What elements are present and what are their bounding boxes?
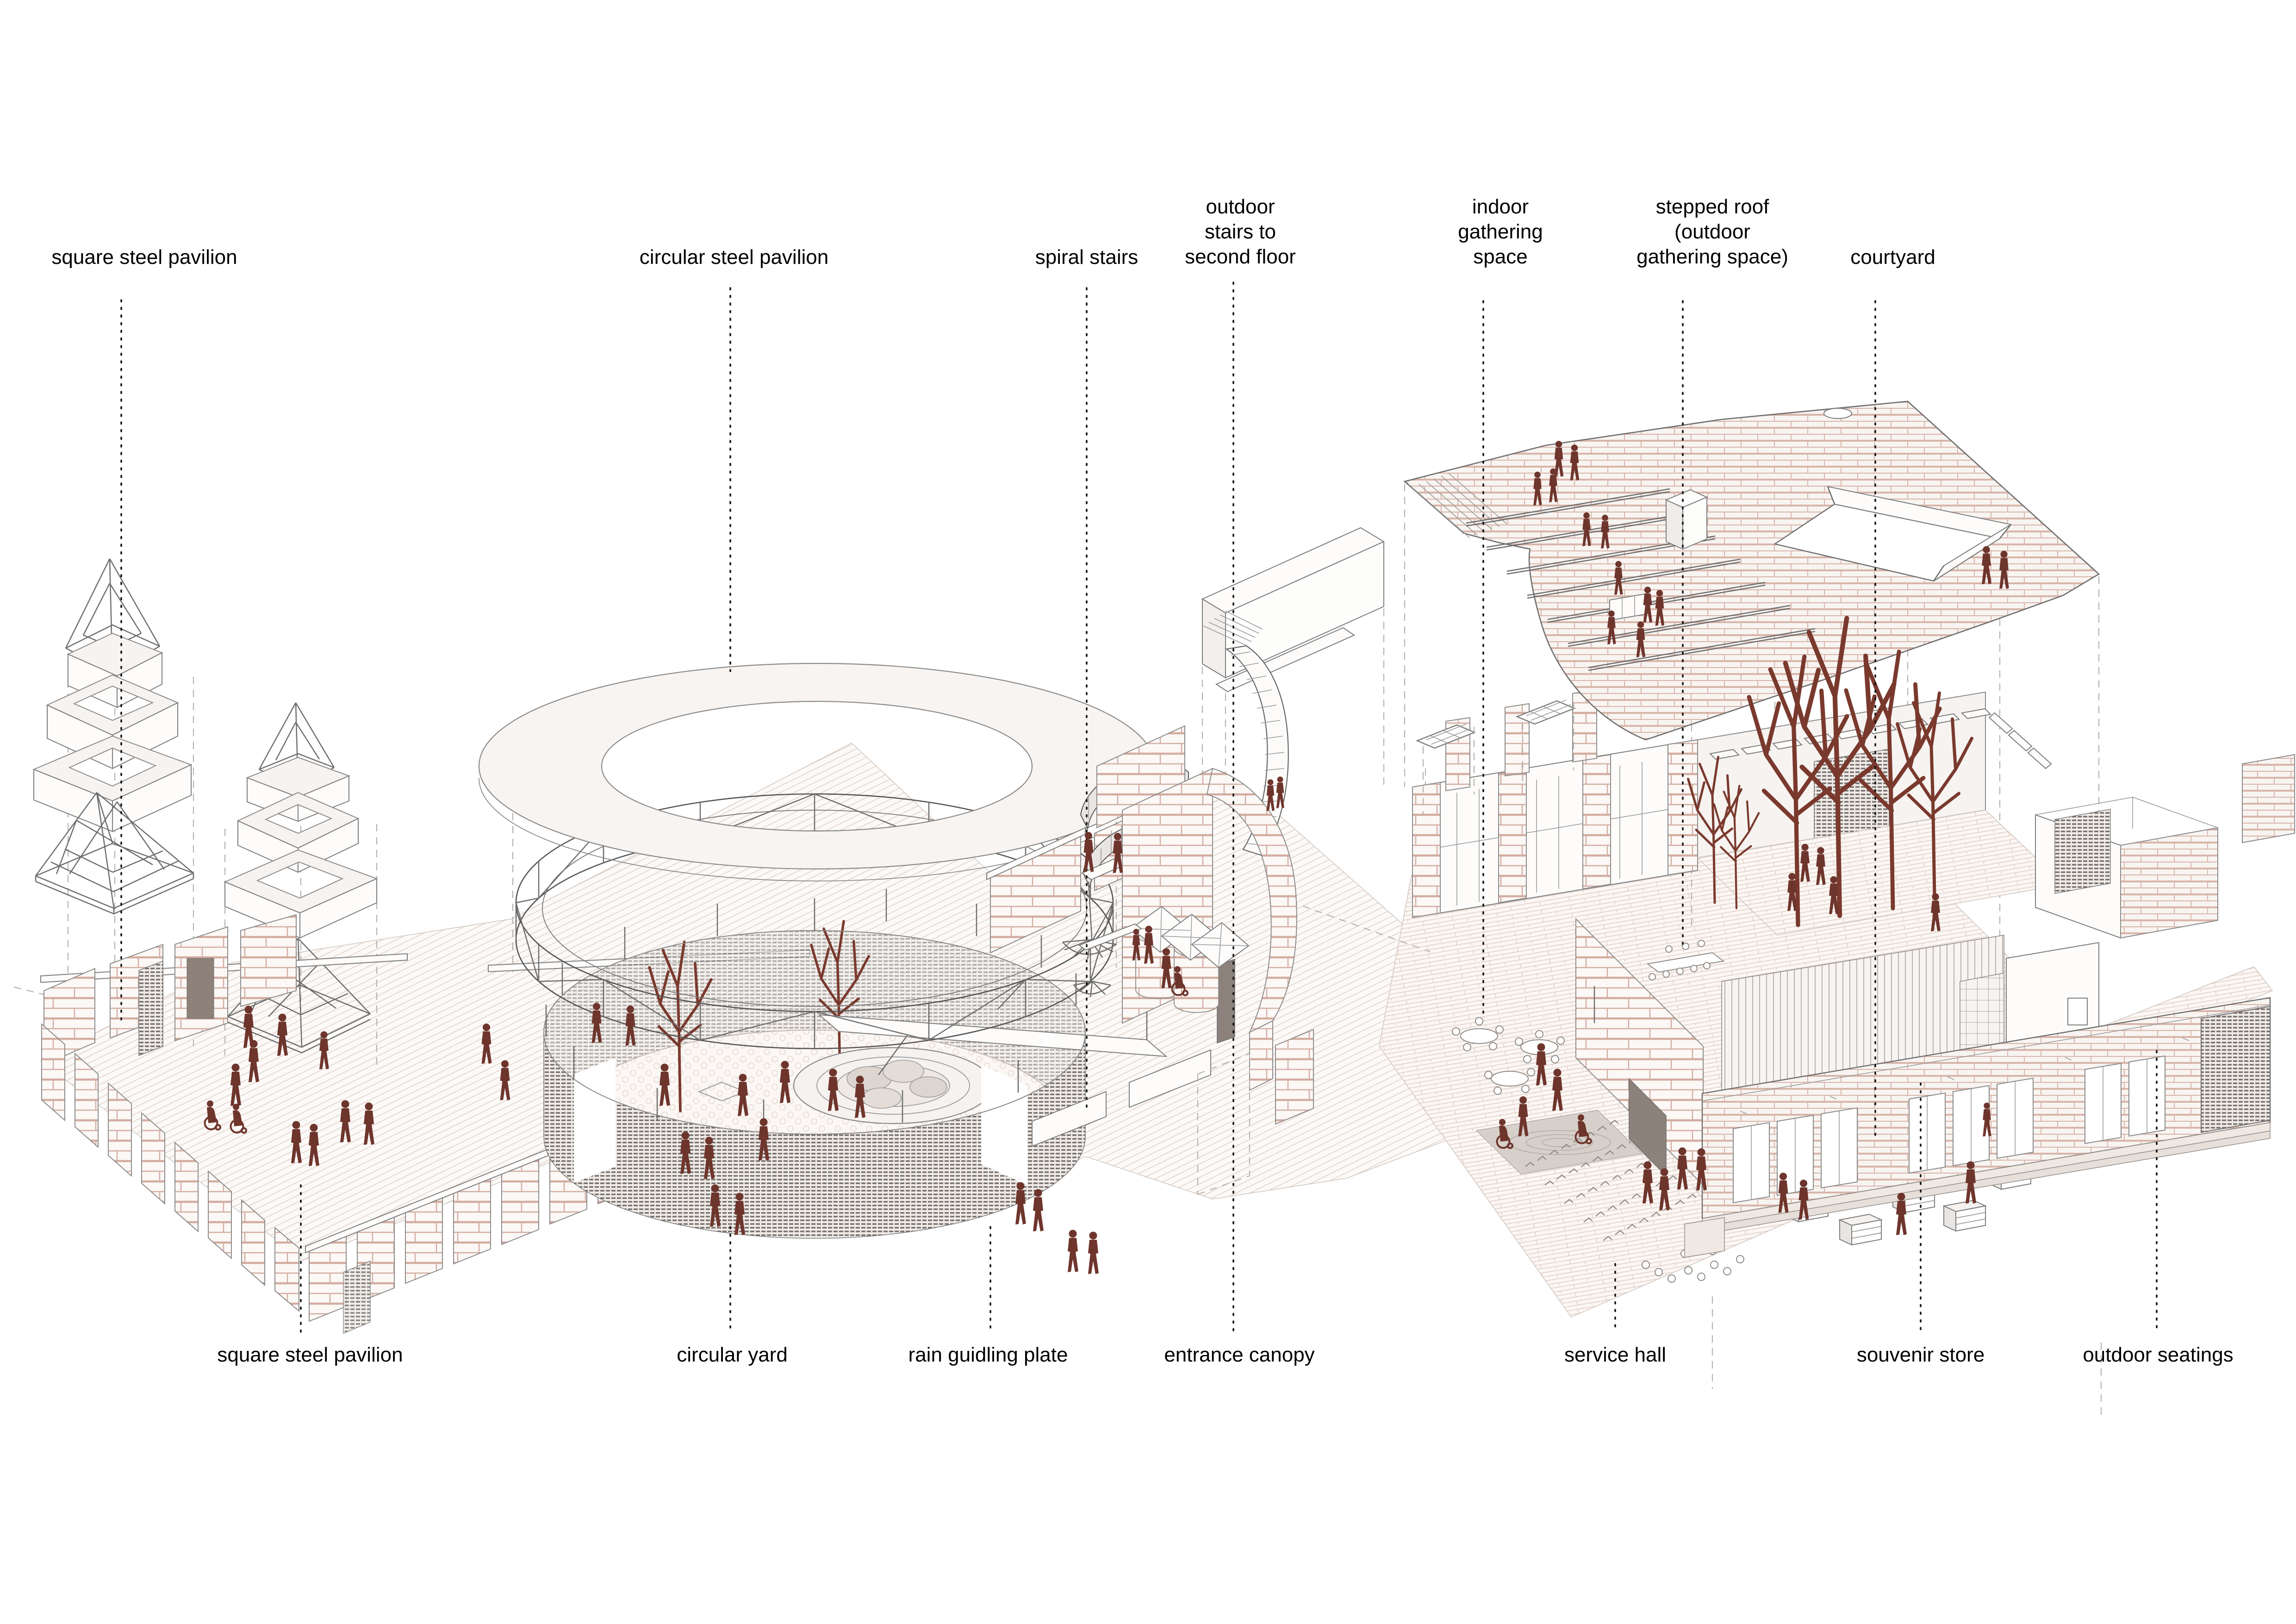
square-steel-pavilion-left (32, 558, 194, 915)
stepped-roof (1403, 400, 2100, 741)
label-spiral-stairs: spiral stairs (1035, 246, 1139, 269)
leader-lines (120, 281, 2158, 1333)
rain-pool (793, 1047, 994, 1124)
label-entrance-canopy: entrance canopy (1164, 1343, 1315, 1366)
entrance-curved-wall (1206, 768, 1314, 1125)
interior-main-wall (1575, 918, 1704, 1187)
cafe-tables (1452, 1017, 1565, 1095)
label-stepped-roof: stepped roof (outdoor gathering space) (1636, 195, 1788, 268)
label-service-hall: service hall (1564, 1343, 1667, 1366)
courtyard-roof-opening (1773, 486, 2012, 582)
steel-posts (545, 889, 1077, 1132)
exploded-roof-slab (1201, 527, 1385, 679)
souvenir-store-facade (1684, 997, 2271, 1258)
long-table (1646, 940, 1725, 981)
label-courtyard: courtyard (1850, 246, 1935, 269)
wheelchair-rug (1475, 1110, 1643, 1174)
circular-steel-pavilion (478, 662, 1168, 1239)
label-outdoor-seatings: outdoor seatings (2083, 1343, 2234, 1366)
square-steel-pavilion-right (224, 702, 378, 1054)
label-souvenir-store: souvenir store (1856, 1343, 1985, 1366)
detached-room (2035, 754, 2295, 939)
outdoor-seatings-steps (1684, 1122, 2271, 1258)
label-square-steel-pavilion-bottom: square steel pavilion (217, 1343, 403, 1366)
label-outdoor-stairs: outdoor stairs to second floor (1185, 195, 1296, 268)
label-indoor-gathering-space: indoor gathering space (1458, 195, 1543, 268)
label-square-steel-pavilion-top: square steel pavilion (51, 246, 237, 269)
label-circular-yard: circular yard (677, 1343, 788, 1366)
glass-doors (1733, 1055, 2165, 1204)
label-circular-steel-pavilion: circular steel pavilion (639, 246, 829, 269)
label-rain-guiding-plate: rain guidling plate (908, 1343, 1068, 1366)
roof-chimney (1665, 489, 1708, 550)
